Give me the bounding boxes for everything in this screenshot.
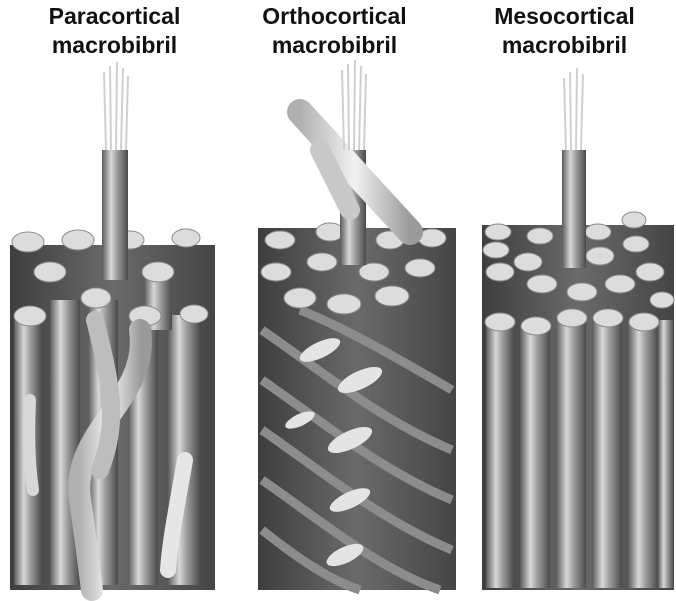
mesocortical-macrofibril bbox=[482, 68, 674, 590]
paracortical-macrofibril bbox=[10, 62, 215, 590]
paracortical-filament-bundle bbox=[104, 62, 128, 150]
orthocortical-filament-bundle bbox=[342, 60, 366, 150]
paracortical-left-fiber bbox=[29, 400, 33, 490]
orthocortical-macrofibril bbox=[258, 60, 456, 590]
mesocortical-central-shaft bbox=[562, 150, 586, 268]
mesocortical-filament-bundle bbox=[564, 68, 583, 150]
paracortical-central-shaft bbox=[102, 150, 128, 280]
